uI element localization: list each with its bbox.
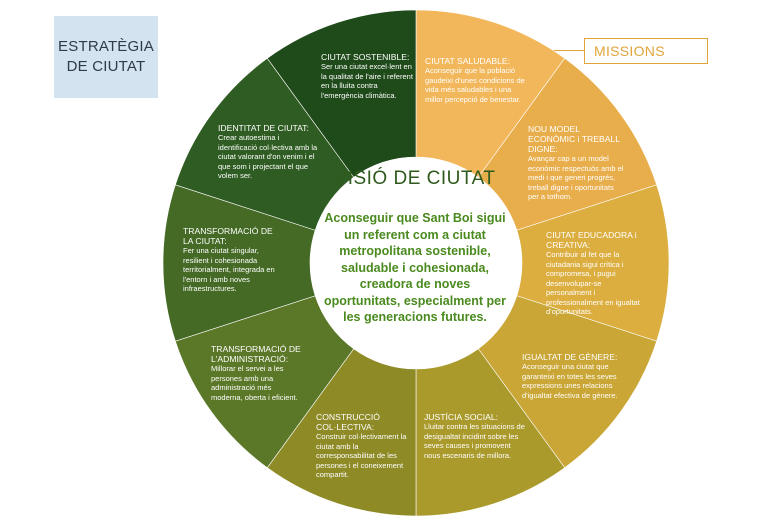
- segment-text: Aconseguir que la població gaudeixi d'un…: [425, 66, 525, 104]
- center-circle: [310, 157, 522, 369]
- segment-ciutat-sostenible: CIUTAT SOSTENIBLE: Ser una ciutat excel·…: [321, 52, 413, 100]
- segment-transformacio-administracio: TRANSFORMACIÓ DE L'ADMINISTRACIÓ: Millor…: [211, 344, 305, 402]
- missions-label: MISSIONS: [594, 43, 665, 59]
- segment-text: Avançar cap a un model econòmic respectu…: [528, 154, 624, 201]
- segment-title: IGUALTAT DE GÈNERE:: [522, 352, 618, 362]
- strategy-label: ESTRATÈGIA DE CIUTAT: [58, 38, 154, 75]
- segment-ciutat-educadora: CIUTAT EDUCADORA i CREATIVA: Contribuir …: [546, 230, 648, 317]
- segment-title: CIUTAT SALUDABLE:: [425, 56, 511, 66]
- segment-identitat-ciutat: IDENTITAT DE CIUTAT: Crear autoestima i …: [218, 123, 318, 181]
- strategy-label-box: ESTRATÈGIA DE CIUTAT: [54, 16, 158, 98]
- segment-text: Fer una ciutat singular, resilient i coh…: [183, 246, 275, 293]
- segment-title: CIUTAT SOSTENIBLE:: [321, 52, 410, 62]
- segment-construccio-collectiva: CONSTRUCCIÓ COL·LECTIVA: Construir col·l…: [316, 412, 414, 480]
- segment-text: Construir col·lectivament la ciutat amb …: [316, 432, 407, 479]
- center-title: VISIÓ DE CIUTAT: [334, 168, 496, 189]
- segment-igualtat-genere: IGUALTAT DE GÈNERE: Aconseguir una ciuta…: [522, 352, 620, 400]
- missions-label-box: MISSIONS: [584, 38, 708, 64]
- segment-transformacio-ciutat: TRANSFORMACIÓ DE LA CIUTAT: Fer una ciut…: [183, 226, 283, 294]
- segment-text: Millorar el servei a les persones amb un…: [211, 364, 298, 402]
- segment-nou-model-economic: NOU MODEL ECONÒMIC i TREBALL DIGNE: Avan…: [528, 124, 624, 202]
- missions-connector: [552, 50, 584, 51]
- segment-text: Lluitar contra les situacions de desigua…: [424, 422, 525, 460]
- segment-title: IDENTITAT DE CIUTAT:: [218, 123, 309, 133]
- segment-text: Crear autoestima i identificació col·lec…: [218, 133, 318, 180]
- segment-justicia-social: JUSTÍCIA SOCIAL: Lluitar contra les situ…: [424, 412, 528, 460]
- segment-title: TRANSFORMACIÓ DE L'ADMINISTRACIÓ:: [211, 344, 301, 364]
- segment-text: Aconseguir una ciutat que garanteixi en …: [522, 362, 618, 400]
- segment-title: TRANSFORMACIÓ DE LA CIUTAT:: [183, 226, 273, 246]
- segment-title: NOU MODEL ECONÒMIC i TREBALL DIGNE:: [528, 124, 620, 154]
- center-vision-text: Aconseguir que Sant Boi sigui un referen…: [324, 211, 506, 324]
- segment-title: CIUTAT EDUCADORA i CREATIVA:: [546, 230, 637, 250]
- segment-text: Contribuir al fet que la ciutadania sigu…: [546, 250, 640, 316]
- segment-text: Ser una ciutat excel·lent en la qualitat…: [321, 62, 413, 100]
- segment-title: JUSTÍCIA SOCIAL:: [424, 412, 499, 422]
- segment-ciutat-saludable: CIUTAT SALUDABLE: Aconseguir que la pobl…: [425, 56, 525, 104]
- segment-title: CONSTRUCCIÓ COL·LECTIVA:: [316, 412, 380, 432]
